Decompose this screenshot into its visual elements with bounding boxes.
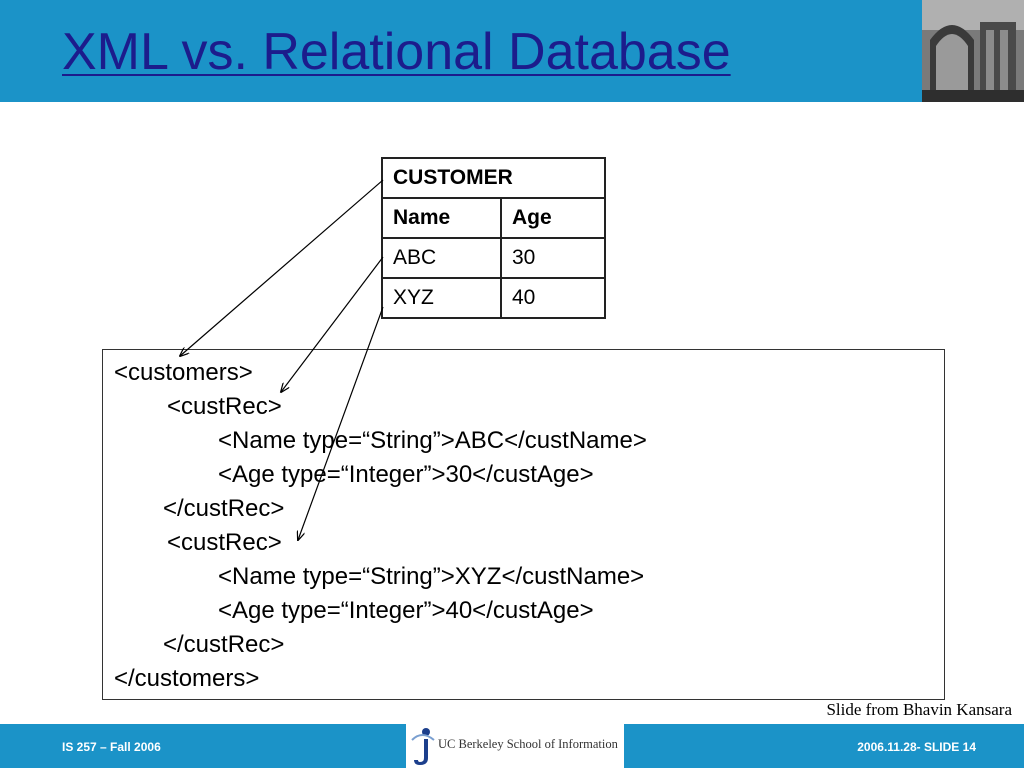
slide-title: XML vs. Relational Database <box>62 23 731 81</box>
xml-line: </custRec> <box>163 495 285 522</box>
column-header: Age <box>500 197 606 239</box>
xml-line: </customers> <box>114 665 260 692</box>
building-photo <box>922 0 1024 102</box>
xml-box <box>102 349 945 700</box>
customer-table: CUSTOMER Name Age ABC 30 XYZ 40 <box>381 157 606 319</box>
header-band: XML vs. Relational Database <box>0 0 1024 102</box>
table-row: XYZ 40 <box>381 277 606 319</box>
xml-line: <Name type=“String”>ABC</custName> <box>218 427 647 454</box>
table-header-row: Name Age <box>381 197 606 239</box>
arrow-icon <box>180 179 384 356</box>
xml-line: <Name type=“String”>XYZ</custName> <box>218 563 645 590</box>
footer-band: IS 257 – Fall 2006 UC Berkeley School of… <box>0 724 1024 768</box>
table-cell: XYZ <box>381 277 502 319</box>
ischool-logo: UC Berkeley School of Information <box>406 724 624 768</box>
arrow-icon <box>298 306 384 540</box>
xml-line: <customers> <box>114 359 253 386</box>
xml-line: </custRec> <box>163 631 285 658</box>
xml-line: <Age type=“Integer”>40</custAge> <box>218 597 594 624</box>
xml-line: <custRec> <box>167 529 282 556</box>
table-cell: ABC <box>381 237 502 279</box>
xml-line: <custRec> <box>167 393 282 420</box>
table-cell: 40 <box>500 277 606 319</box>
column-header: Name <box>381 197 502 239</box>
arrow-icon <box>281 256 384 392</box>
ischool-logo-text: UC Berkeley School of Information <box>438 737 618 751</box>
footer-course: IS 257 – Fall 2006 <box>62 740 161 754</box>
table-cell: 30 <box>500 237 606 279</box>
slide-credit: Slide from Bhavin Kansara <box>826 700 1012 719</box>
xml-line: <Age type=“Integer”>30</custAge> <box>218 461 594 488</box>
table-row: ABC 30 <box>381 237 606 279</box>
ischool-logo-icon <box>411 728 435 765</box>
building-photo-art <box>922 0 1024 102</box>
table-caption: CUSTOMER <box>381 157 606 199</box>
footer-slide-number: 2006.11.28- SLIDE 14 <box>857 740 976 754</box>
